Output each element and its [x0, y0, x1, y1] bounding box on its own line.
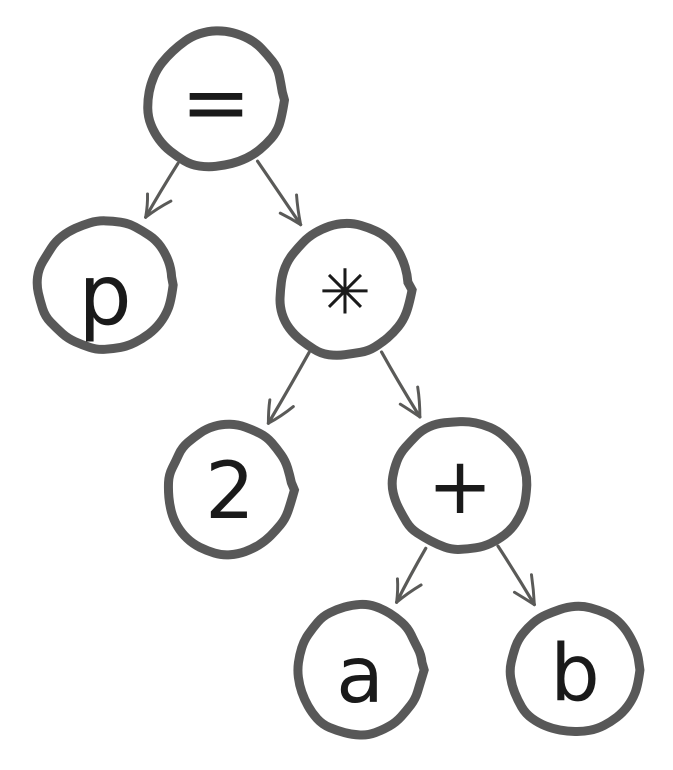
- arrowhead-barb: [395, 577, 400, 604]
- edge-shaft: [379, 350, 422, 419]
- node-fill: [394, 419, 526, 551]
- arrowhead-barb: [144, 199, 173, 219]
- edge-shaft: [496, 544, 536, 607]
- edge-plus-a: [395, 546, 428, 604]
- tree-node-two[interactable]: 2: [163, 419, 300, 560]
- tree-node-times[interactable]: ✳: [275, 218, 417, 360]
- tree-node-b[interactable]: b: [505, 601, 645, 737]
- node-label-b: b: [550, 629, 600, 719]
- node-fill: [511, 606, 639, 734]
- arrowhead-barb: [416, 385, 422, 419]
- edge-shaft: [255, 159, 303, 227]
- arrowhead-barb: [295, 193, 303, 227]
- tree-node-a[interactable]: a: [293, 599, 429, 740]
- node-fill: [296, 606, 424, 734]
- arrowhead-barb: [266, 398, 272, 425]
- node-label-a: a: [336, 631, 384, 721]
- node-label-p: p: [78, 246, 131, 344]
- edge-plus-b: [496, 544, 536, 607]
- node-outline: [143, 26, 290, 172]
- edge-times-two: [266, 350, 311, 425]
- arrowhead-barb: [512, 590, 536, 607]
- edge-shaft: [395, 546, 428, 604]
- node-label-plus: +: [427, 442, 492, 532]
- arrowhead-barb: [395, 583, 423, 604]
- arrowhead-barb: [529, 573, 536, 607]
- node-fill: [279, 224, 411, 356]
- node-outline: [387, 417, 532, 554]
- edge-root-p: [144, 161, 180, 219]
- tree-node-p[interactable]: p: [32, 216, 178, 354]
- node-outline: [163, 419, 300, 560]
- arrowhead-barb: [278, 211, 303, 227]
- node-outline: [275, 218, 417, 360]
- arrowhead-barb: [266, 405, 295, 425]
- nodes-layer: = p ✳ 2 + a b: [32, 26, 645, 740]
- edge-shaft: [144, 161, 180, 219]
- arrowhead-barb: [144, 192, 150, 219]
- node-fill: [148, 32, 284, 168]
- arrowhead-barb: [398, 402, 422, 419]
- node-fill: [166, 426, 294, 554]
- node-fill: [39, 219, 171, 351]
- edge-times-plus: [379, 350, 422, 419]
- node-label-root: =: [181, 53, 251, 151]
- node-outline: [32, 216, 178, 354]
- tree-node-root[interactable]: =: [143, 26, 290, 172]
- node-outline: [505, 601, 645, 737]
- tree-node-plus[interactable]: +: [387, 417, 532, 554]
- edges-layer: [144, 159, 536, 607]
- node-label-times: ✳: [319, 256, 371, 329]
- edge-shaft: [266, 350, 311, 425]
- node-label-two: 2: [205, 447, 255, 537]
- node-outline: [293, 599, 429, 740]
- edge-root-times: [255, 159, 303, 227]
